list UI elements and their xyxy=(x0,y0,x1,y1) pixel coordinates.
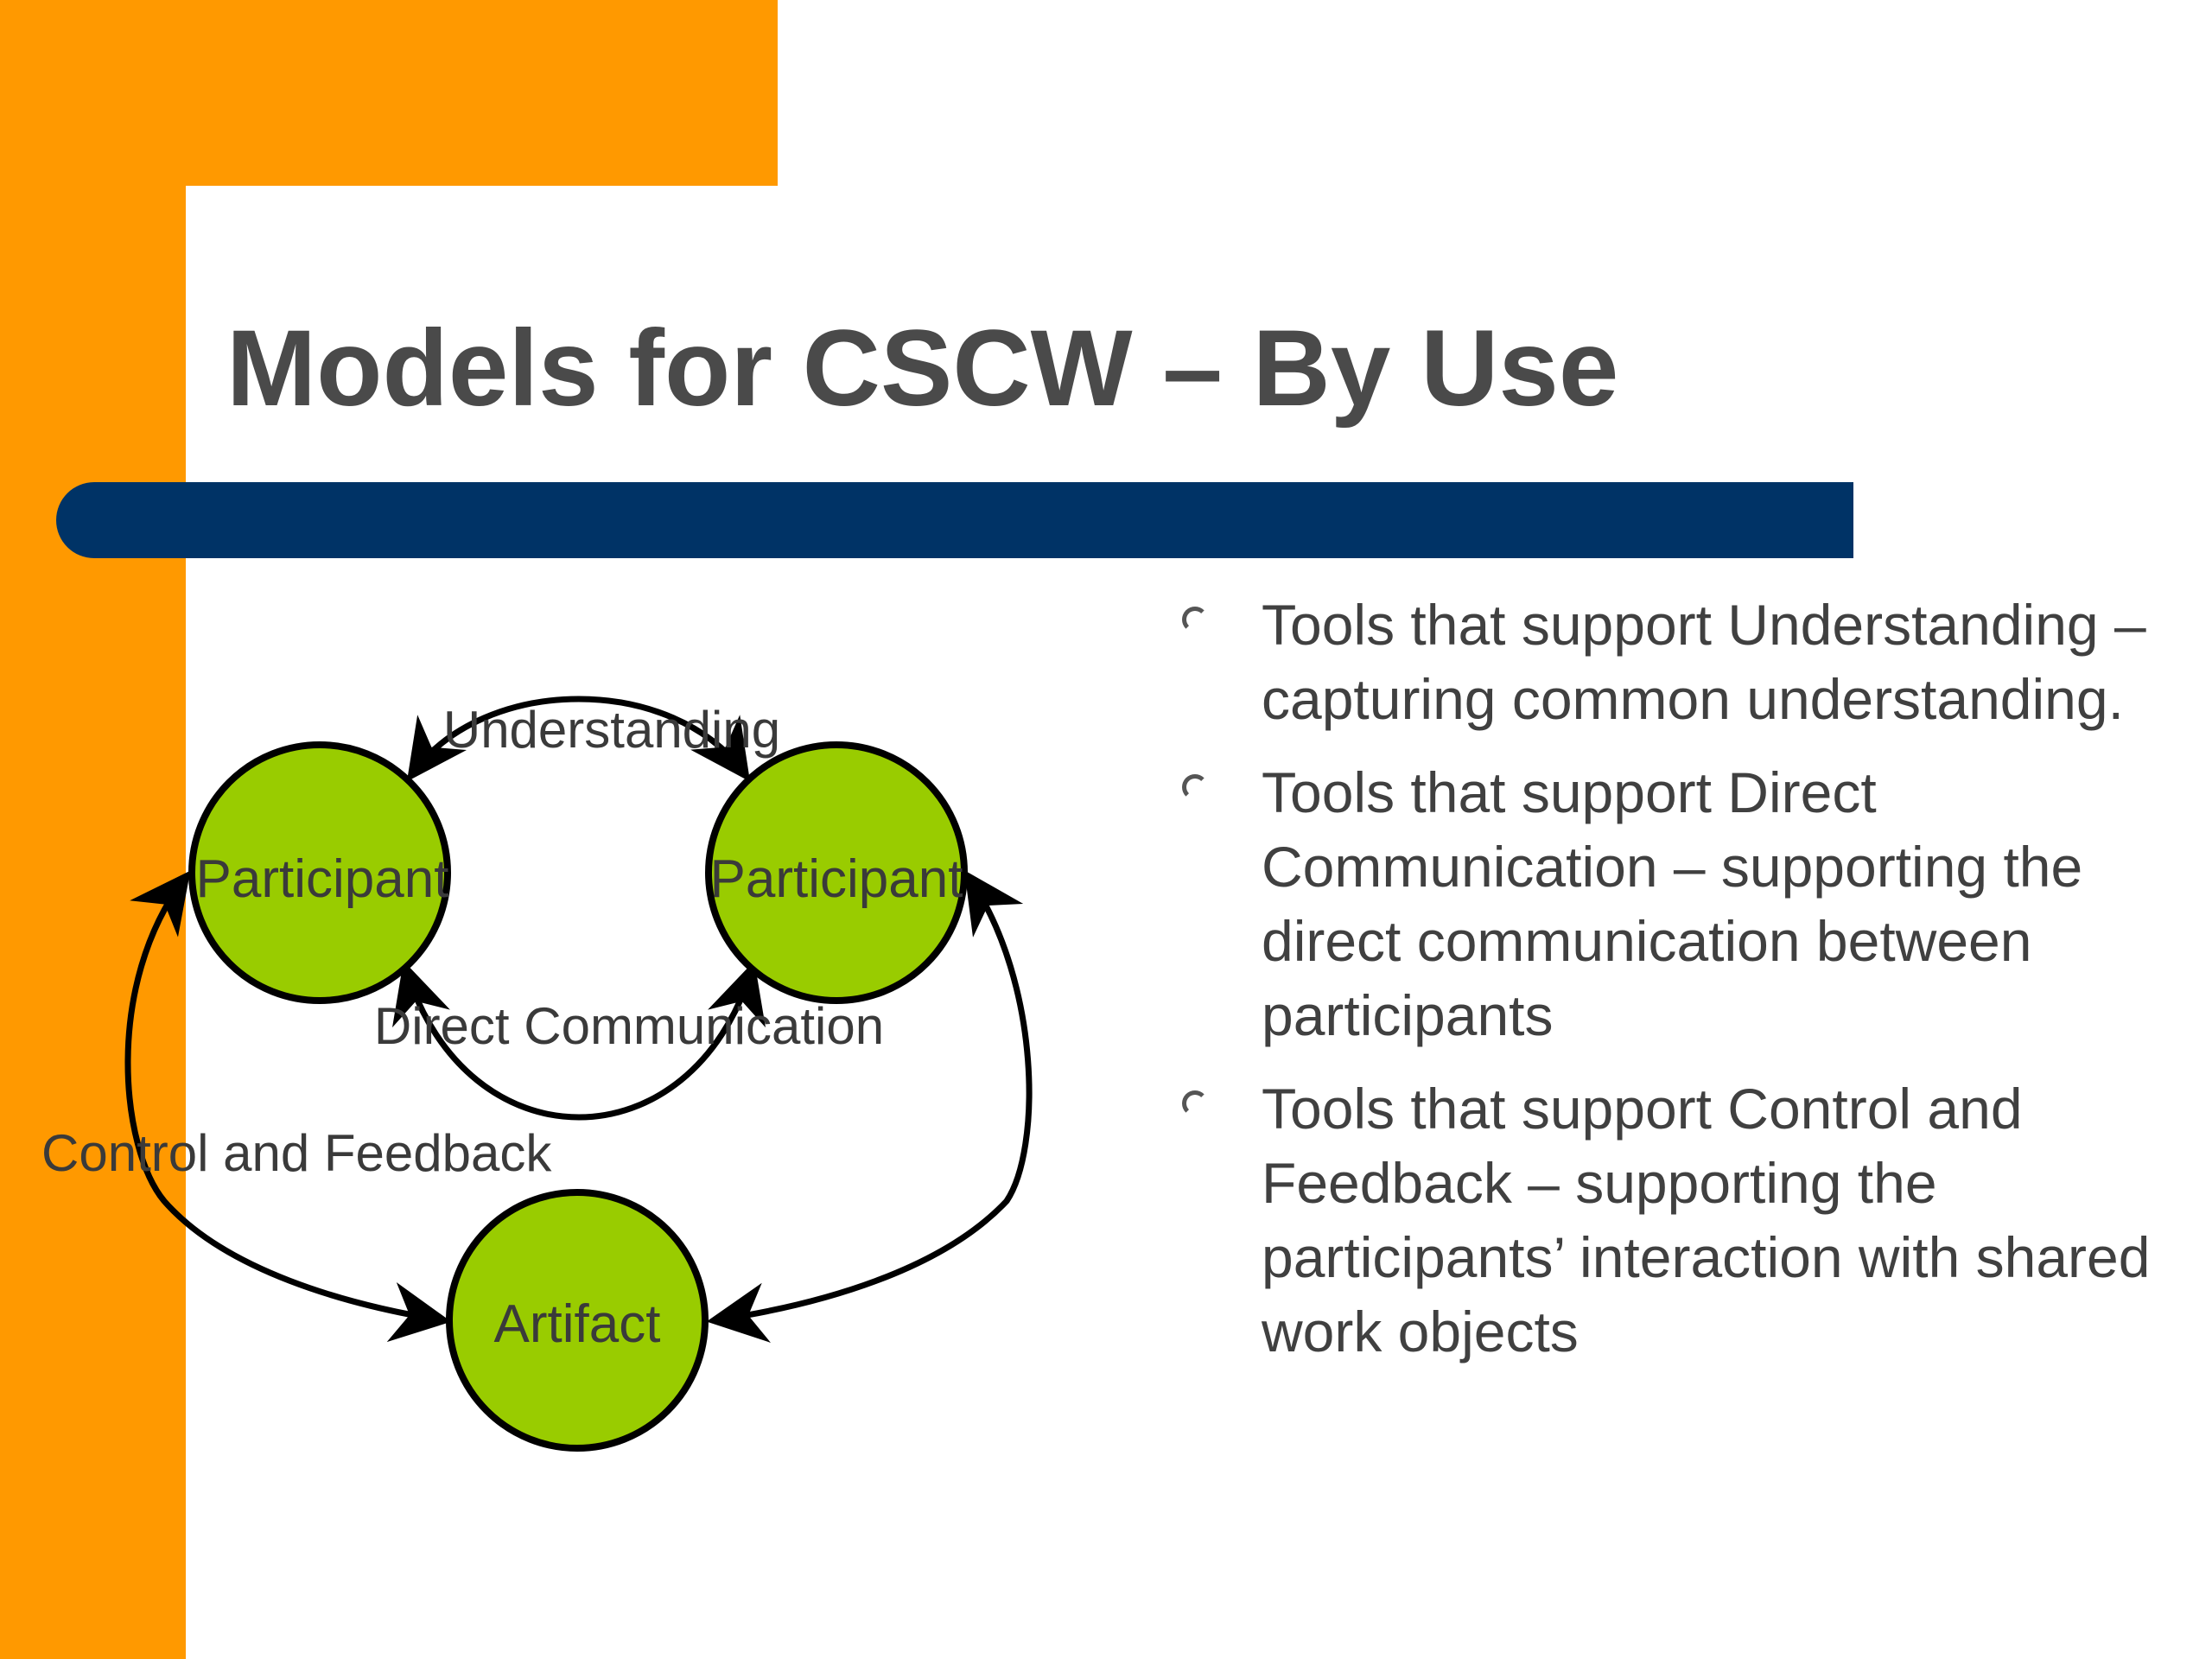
edge-understanding xyxy=(406,696,751,782)
orange-side-band xyxy=(0,0,186,1659)
edge-label-understanding: Understanding xyxy=(443,701,780,759)
title-underline-bar xyxy=(56,482,1853,558)
bullet-item-direct-communication: Tools that support Direct Communication … xyxy=(1175,755,2169,1052)
bullet-text: Tools that support Control and Feedback … xyxy=(1262,1077,2151,1363)
node-label-participant-right: Participant xyxy=(710,849,963,909)
slide-title: Models for CSCW – By Use xyxy=(226,308,1619,429)
circle-bullet-icon xyxy=(1182,1090,1208,1116)
bullet-item-control-feedback: Tools that support Control and Feedback … xyxy=(1175,1071,2169,1369)
bullet-list: Tools that support Understanding – captu… xyxy=(1175,588,2169,1388)
edge-control-feedback-left xyxy=(124,870,452,1343)
edge-label-control-feedback: Control and Feedback xyxy=(41,1124,552,1182)
node-label-participant-left: Participant xyxy=(196,849,449,909)
circle-bullet-icon xyxy=(1182,774,1208,800)
bullet-text: Tools that support Understanding – captu… xyxy=(1262,593,2146,731)
node-participant-left xyxy=(188,741,451,1004)
orange-top-band xyxy=(0,0,778,186)
edge-label-direct-communication: Direct Communication xyxy=(374,997,884,1055)
bullet-text: Tools that support Direct Communication … xyxy=(1262,760,2083,1047)
cscw-use-diagram: Participant Participant Artifact Underst… xyxy=(41,696,1033,1452)
node-label-artifact: Artifact xyxy=(494,1294,661,1354)
node-participant-right xyxy=(705,741,968,1004)
circle-bullet-icon xyxy=(1182,607,1208,632)
edge-control-feedback-right xyxy=(706,870,1033,1343)
bullet-item-understanding: Tools that support Understanding – captu… xyxy=(1175,588,2169,736)
node-artifact xyxy=(446,1189,709,1452)
